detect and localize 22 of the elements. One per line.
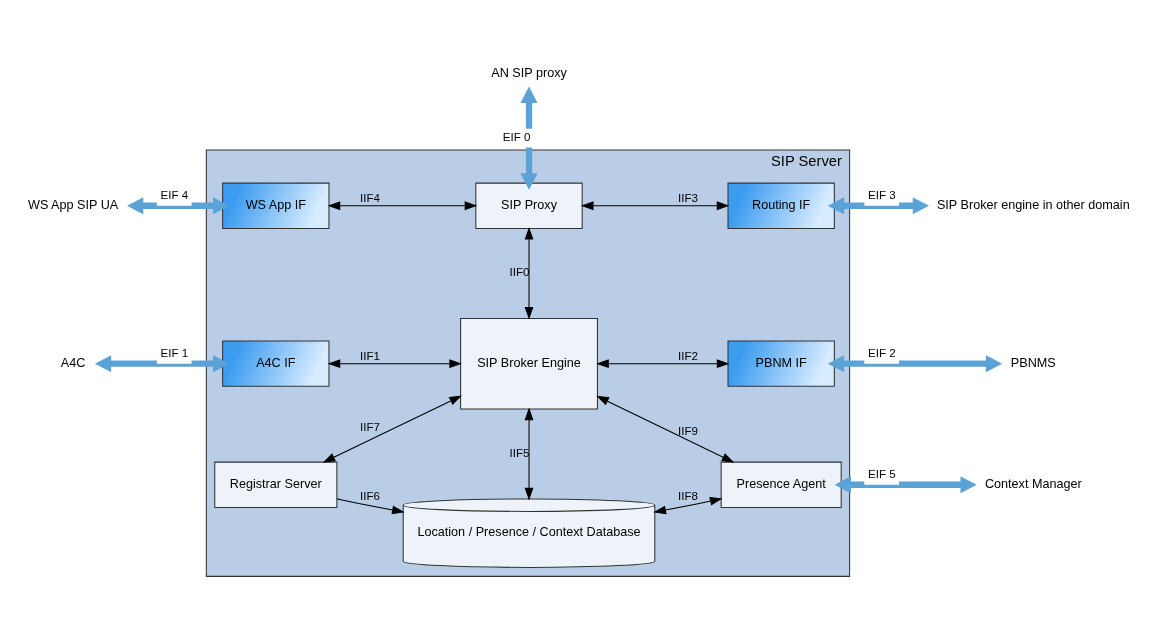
edge-label: EIF 0: [502, 130, 531, 143]
edge-label: IIF7: [360, 420, 381, 433]
edge-label: IIF2: [678, 349, 698, 362]
edge-label: IIF8: [678, 489, 698, 502]
node-text: A4C: [60, 355, 86, 370]
edge-label: EIF 2: [868, 346, 896, 359]
edge-label: IIF9: [678, 424, 698, 437]
edge-label: EIF 3: [868, 188, 896, 201]
edge-label: IIF0: [509, 265, 530, 278]
node-text: Context Manager: [984, 476, 1082, 491]
node-text: AN SIP proxy: [491, 65, 567, 80]
edge-label: EIF 5: [868, 467, 896, 480]
edge-label: EIF 4: [160, 188, 189, 201]
edge-label: IIF1: [360, 349, 381, 362]
node-text: SIP Broker engine in other domain: [936, 197, 1130, 212]
edge-label: IIF6: [360, 489, 381, 502]
node-text: WS App SIP UA: [27, 197, 119, 212]
edge-label: IIF3: [678, 191, 698, 204]
node-text: PBNMS: [1010, 355, 1056, 370]
edge-label: IIF5: [509, 446, 530, 459]
edge-label: IIF4: [360, 191, 381, 204]
edge-label: EIF 1: [160, 346, 189, 359]
